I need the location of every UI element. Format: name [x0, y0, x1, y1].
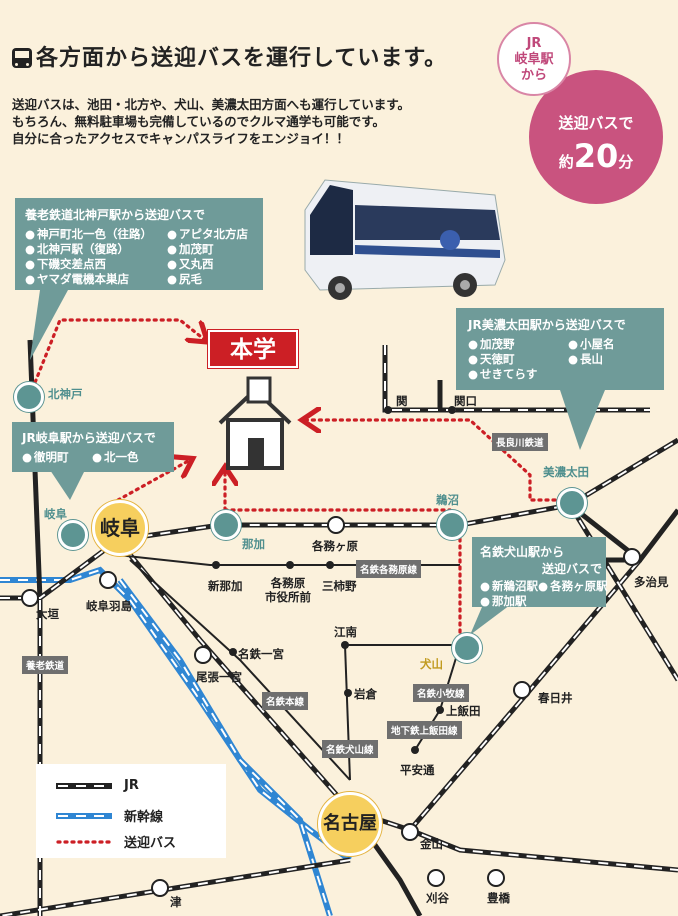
line-tag-inuyama: 名鉄犬山線 [322, 740, 378, 758]
line-tag-nagaragawa: 長良川鉄道 [492, 433, 548, 451]
list-item: 北一色 [92, 450, 139, 465]
line-tag-kamiiida: 地下鉄上飯田線 [387, 721, 462, 739]
station-nagoya: 名古屋 [318, 792, 382, 856]
list-item: 加茂町 [167, 242, 248, 257]
list-item: アピタ北方店 [167, 227, 248, 242]
callout-yoro-railway: 養老鉄道北神戸駅から送迎バスで 神戸町北一色（往路） 北神戸駅（復路） 下磯交差… [15, 198, 263, 290]
label-naka: 那加 [242, 537, 265, 551]
label-meitetsuichinomiya: 名鉄一宮 [238, 647, 284, 661]
label-mikakino: 三柿野 [322, 579, 357, 593]
legend-bus: 送迎バス [56, 832, 176, 851]
label-kakamigahara: 各務ヶ原 [312, 539, 358, 553]
label-kasugai: 春日井 [538, 691, 573, 705]
line-tag-komaki: 名鉄小牧線 [413, 684, 469, 702]
label-kanayama: 金山 [420, 837, 443, 851]
list-item: ヤマダ電機本巣店 [25, 272, 167, 287]
shinkansen-swatch-icon [56, 812, 112, 819]
list-item: 尻毛 [167, 272, 248, 287]
list-item: 新鵜沼駅 [480, 579, 538, 594]
callout-jr-gifu: JR岐阜駅から送迎バスで 徹明町 北一色 [12, 422, 174, 472]
list-item: 下磯交差点西 [25, 257, 167, 272]
label-kitagoudo: 北神戸 [48, 387, 83, 401]
station-jr-gifu-stop [58, 520, 88, 550]
legend-shinkansen: 新幹線 [56, 806, 163, 825]
label-shinnaka: 新那加 [208, 579, 243, 593]
list-item: 各務ヶ原駅 [538, 579, 608, 594]
bus-photo [304, 179, 506, 300]
label-konan: 江南 [334, 625, 357, 639]
intro-text: 送迎バスは、池田・北方や、犬山、美濃太田方面へも運行しています。 もちろん、無料… [12, 96, 410, 147]
label-kamiiida: 上飯田 [446, 704, 481, 718]
intro-line: 送迎バスは、池田・北方や、犬山、美濃太田方面へも運行しています。 [12, 97, 411, 112]
station-kitagoudo [14, 382, 44, 412]
list-item: 天徳町 [468, 352, 568, 367]
shinkansen-line [0, 566, 352, 916]
list-item: 北神戸駅（復路） [25, 242, 167, 257]
list-item: 神戸町北一色（往路） [25, 227, 167, 242]
label-kariya: 刈谷 [426, 891, 449, 905]
bus-icon [12, 48, 32, 68]
line-tag-meitetsuhonsen: 名鉄本線 [262, 692, 309, 710]
label-tsu: 津 [170, 895, 182, 909]
list-item: 又丸西 [167, 257, 248, 272]
line-tag-kakamigahara: 名鉄各務原線 [356, 560, 422, 578]
label-sekiguchi: 関口 [454, 394, 477, 408]
page-title: 各方面から送迎バスを運行しています。 [12, 40, 447, 72]
bus-swatch-icon [56, 839, 112, 844]
label-owariichinomiya: 尾張一宮 [196, 670, 242, 684]
station-minoota [557, 488, 587, 518]
list-item: せきてらす [468, 367, 568, 382]
label-toyohashi: 豊橋 [487, 891, 510, 905]
list-item: 小屋名 [568, 337, 615, 352]
label-seki: 関 [396, 394, 408, 408]
list-item: 長山 [568, 352, 615, 367]
list-item: 加茂野 [468, 337, 568, 352]
jr-gifu-badge: JR 岐阜駅 から [497, 22, 571, 96]
label-unuma: 鵜沼 [436, 493, 459, 507]
label-gifuhashima: 岐阜羽島 [86, 599, 132, 613]
line-tag-yoro: 養老鉄道 [22, 656, 69, 674]
label-gifu-stop: 岐阜 [44, 507, 67, 521]
station-inuyama [452, 633, 482, 663]
station-unuma [437, 510, 467, 540]
station-naka [211, 510, 241, 540]
label-inuyama: 犬山 [420, 657, 443, 671]
legend-jr: JR [56, 778, 139, 793]
school-building-icon [218, 376, 292, 470]
label-heianndori: 平安通 [400, 763, 435, 777]
callout-inuyama: 名鉄犬山駅から 送迎バスで 新鵜沼駅 那加駅 各務ヶ原駅 [472, 537, 608, 609]
travel-time-badge: 送迎バスで 約20分 [529, 70, 663, 204]
jr-swatch-icon [56, 782, 112, 789]
list-item: 徹明町 [22, 450, 92, 465]
label-shiyakusho: 各務原市役所前 [265, 576, 311, 604]
main-campus-label: 本学 [207, 329, 299, 369]
station-gifu: 岐阜 [92, 500, 148, 556]
label-iwakura: 岩倉 [354, 687, 377, 701]
label-minoota: 美濃太田 [543, 465, 589, 479]
intro-line: もちろん、無料駐車場も完備しているのでクルマ通学も可能です。 [12, 114, 386, 129]
label-tajimi: 多治見 [634, 575, 669, 589]
map-legend: JR 新幹線 送迎バス [36, 764, 226, 858]
list-item: 那加駅 [480, 594, 538, 609]
label-ogaki: 大垣 [36, 607, 59, 621]
callout-minoota: JR美濃太田駅から送迎バスで 加茂野 天徳町 せきてらす 小屋名 長山 [456, 308, 664, 390]
intro-line: 自分に合ったアクセスでキャンパスライフをエンジョイ！！ [12, 131, 349, 146]
